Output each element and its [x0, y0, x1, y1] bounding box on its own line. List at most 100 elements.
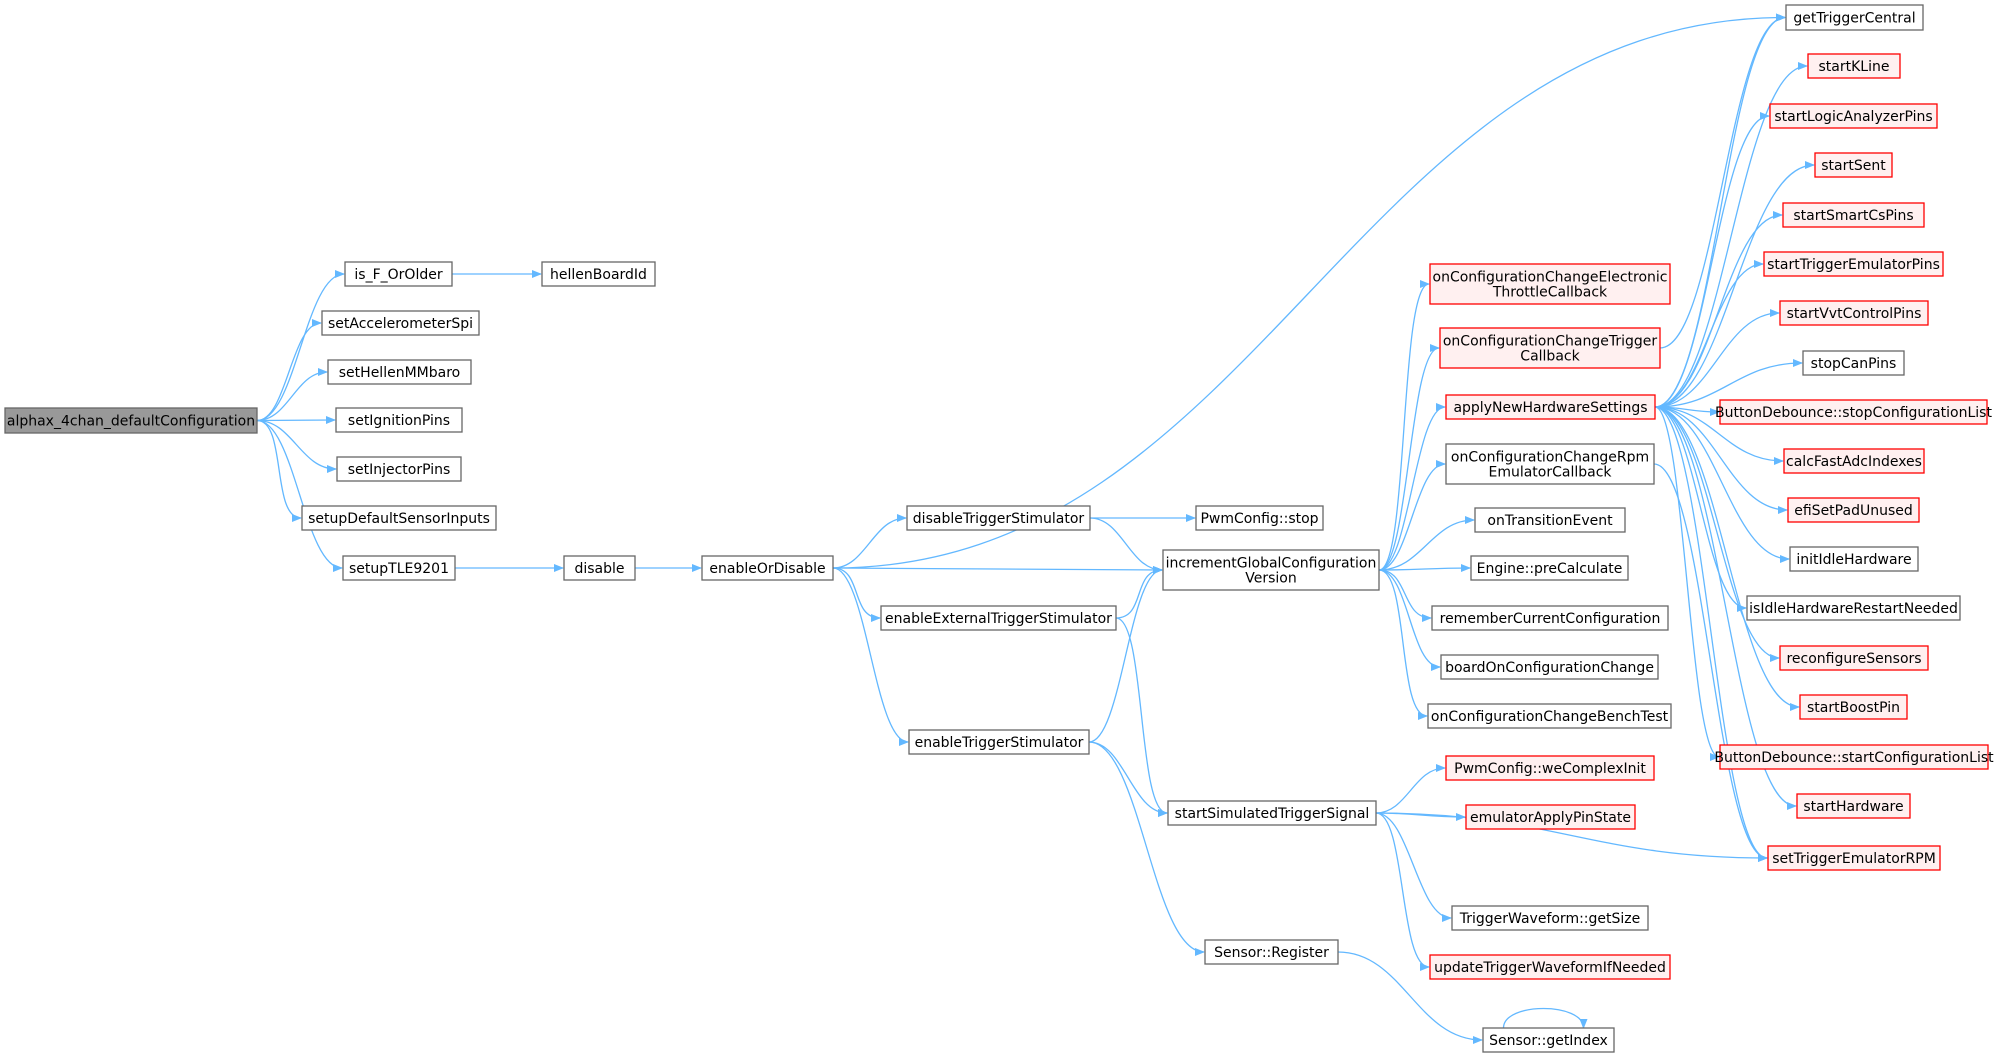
node-setupDefaultSensorInputs[interactable]: setupDefaultSensorInputs — [301, 505, 497, 531]
node-label: calcFastAdcIndexes — [1786, 454, 1922, 470]
edge-enableOrDisable-to-enableExternalTriggerStimulator — [832, 567, 881, 622]
node-startHardware[interactable]: startHardware — [1796, 793, 1911, 819]
edges-layer — [256, 13, 1815, 1044]
node-emulatorApply[interactable]: emulatorApplyPinState — [1465, 804, 1636, 830]
node-label: startHardware — [1803, 799, 1903, 815]
node-label: startVvtControlPins — [1787, 306, 1922, 322]
node-box — [1719, 744, 1989, 770]
node-btnStartCfg[interactable]: ButtonDebounce::startConfigurationList — [1714, 744, 1994, 770]
node-disable[interactable]: disable — [563, 555, 636, 581]
node-box — [1465, 804, 1636, 830]
edge-alphax-to-is_F_OrOlder — [256, 270, 345, 422]
node-box — [1746, 595, 1961, 621]
node-setupTLE9201[interactable]: setupTLE9201 — [342, 555, 456, 581]
node-initIdleHw[interactable]: initIdleHardware — [1789, 546, 1919, 572]
node-enableOrDisable[interactable]: enableOrDisable — [701, 555, 834, 581]
node-sensorGetIndex[interactable]: Sensor::getIndex — [1482, 1027, 1615, 1053]
node-onCfgEtb[interactable]: onConfigurationChangeElectronicThrottleC… — [1429, 263, 1671, 305]
node-pwmWeComplex[interactable]: PwmConfig::weComplexInit — [1445, 755, 1655, 781]
node-disableTriggerStimulator[interactable]: disableTriggerStimulator — [906, 505, 1091, 531]
node-getTriggerCentral[interactable]: getTriggerCentral — [1785, 4, 1924, 31]
node-alphax[interactable]: alphax_4chan_defaultConfiguration — [4, 407, 258, 434]
node-isIdleRestart[interactable]: isIdleHardwareRestartNeeded — [1746, 595, 1961, 621]
node-btnStopCfg[interactable]: ButtonDebounce::stopConfigurationList — [1715, 399, 1992, 425]
edge-enableExternalTriggerStimulator-to-startSimulated — [1115, 617, 1168, 817]
node-startSent[interactable]: startSent — [1814, 152, 1893, 178]
node-twGetSize[interactable]: TriggerWaveform::getSize — [1451, 905, 1649, 931]
node-pwmStop[interactable]: PwmConfig::stop — [1195, 505, 1324, 531]
node-label: setIgnitionPins — [348, 413, 450, 429]
edge-incrementGlobal-to-onCfgRpm — [1378, 460, 1446, 571]
node-reconfigureSensors[interactable]: reconfigureSensors — [1779, 645, 1929, 671]
node-onTransition[interactable]: onTransitionEvent — [1474, 507, 1626, 533]
node-label: onConfigurationChangeRpm — [1451, 450, 1649, 466]
node-startTrigEmu[interactable]: startTriggerEmulatorPins — [1763, 251, 1944, 277]
edge-enableOrDisable-to-disableTriggerStimulator — [832, 514, 907, 569]
edge-incrementGlobal-to-onCfgTrigger — [1378, 344, 1440, 571]
edge-applyNewHw-to-calcFastAdc — [1654, 406, 1784, 465]
edge-incrementGlobal-to-rememberCfg — [1378, 569, 1432, 622]
node-setIgnitionPins[interactable]: setIgnitionPins — [335, 407, 463, 433]
node-box — [1763, 251, 1944, 277]
edge-startSimulated-to-updateTw — [1375, 812, 1430, 971]
node-label: boardOnConfigurationChange — [1445, 660, 1654, 676]
edge-enableOrDisable-to-incrementGlobal — [832, 565, 1163, 574]
node-startKLine[interactable]: startKLine — [1807, 53, 1901, 79]
node-enginePre[interactable]: Engine::preCalculate — [1470, 555, 1629, 581]
node-enableTriggerStimulator[interactable]: enableTriggerStimulator — [908, 729, 1090, 755]
node-label: setHellenMMbaro — [339, 365, 460, 381]
node-setTrigEmuRpm[interactable]: setTriggerEmulatorRPM — [1767, 845, 1941, 871]
node-box — [1440, 654, 1659, 680]
node-box — [1767, 845, 1941, 871]
node-setHellenMMbaro[interactable]: setHellenMMbaro — [327, 359, 472, 385]
node-setInjectorPins[interactable]: setInjectorPins — [336, 456, 462, 482]
edge-alphax-to-setAccelerometerSpi — [256, 319, 322, 422]
node-label: isIdleHardwareRestartNeeded — [1749, 601, 1958, 617]
node-startBoostPin[interactable]: startBoostPin — [1799, 694, 1908, 720]
node-label: onConfigurationChangeBenchTest — [1431, 709, 1669, 725]
node-startSmartCs[interactable]: startSmartCsPins — [1782, 202, 1925, 228]
node-stopCan[interactable]: stopCanPins — [1802, 350, 1905, 376]
node-box — [1779, 300, 1929, 326]
edge-disableTriggerStimulator-to-incrementGlobal — [1089, 517, 1163, 574]
node-sensorRegister[interactable]: Sensor::Register — [1204, 939, 1339, 965]
node-box — [1814, 152, 1893, 178]
node-box — [1431, 605, 1669, 631]
edge-incrementGlobal-to-applyNewHw — [1378, 403, 1446, 571]
node-box — [1445, 394, 1656, 420]
edge-incrementGlobal-to-onCfgEtb — [1378, 280, 1430, 571]
node-box — [1167, 800, 1377, 826]
node-setAccelerometerSpi[interactable]: setAccelerometerSpi — [321, 310, 480, 336]
node-rememberCfg[interactable]: rememberCurrentConfiguration — [1431, 605, 1669, 631]
node-onCfgBench[interactable]: onConfigurationChangeBenchTest — [1427, 703, 1672, 729]
node-boardOnCfg[interactable]: boardOnConfigurationChange — [1440, 654, 1659, 680]
node-box — [344, 261, 453, 287]
edge-alphax-to-setHellenMMbaro — [256, 368, 328, 422]
node-startVvt[interactable]: startVvtControlPins — [1779, 300, 1929, 326]
node-label: onTransitionEvent — [1487, 513, 1613, 529]
node-label: startSmartCsPins — [1793, 208, 1913, 224]
node-box — [1799, 694, 1908, 720]
node-box — [906, 505, 1091, 531]
node-calcFastAdc[interactable]: calcFastAdcIndexes — [1783, 448, 1925, 474]
edge-applyNewHw-to-initIdleHw — [1654, 406, 1790, 563]
node-applyNewHw[interactable]: applyNewHardwareSettings — [1445, 394, 1656, 420]
node-label: setAccelerometerSpi — [328, 316, 473, 332]
node-efiSetPad[interactable]: efiSetPadUnused — [1787, 497, 1920, 523]
node-enableExternalTriggerStimulator[interactable]: enableExternalTriggerStimulator — [880, 605, 1117, 631]
node-hellenBoardId[interactable]: hellenBoardId — [541, 261, 656, 287]
node-startSimulated[interactable]: startSimulatedTriggerSignal — [1167, 800, 1377, 826]
node-label: disableTriggerStimulator — [913, 511, 1085, 527]
edge-applyNewHw-to-startVvt — [1654, 309, 1780, 408]
node-box — [1429, 263, 1671, 305]
node-is_F_OrOlder[interactable]: is_F_OrOlder — [344, 261, 453, 287]
node-startLogic[interactable]: startLogicAnalyzerPins — [1769, 103, 1938, 129]
node-updateTw[interactable]: updateTriggerWaveformIfNeeded — [1429, 954, 1671, 980]
node-label: rememberCurrentConfiguration — [1440, 611, 1661, 627]
node-label: Sensor::Register — [1214, 945, 1329, 961]
node-label: startBoostPin — [1807, 700, 1900, 716]
